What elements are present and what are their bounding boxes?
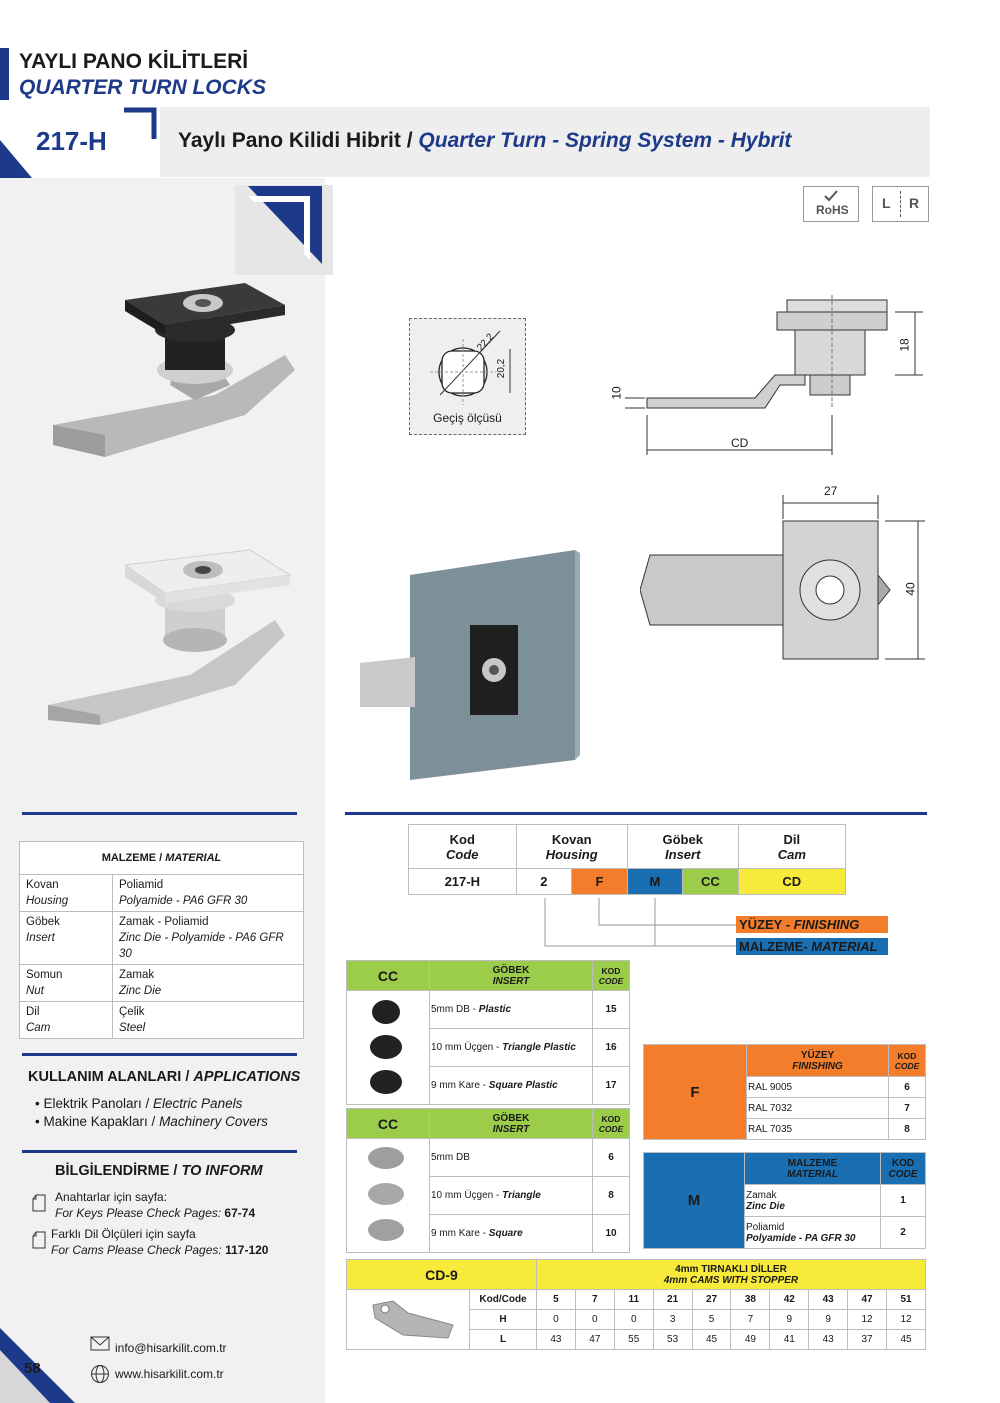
product-title: Yaylı Pano Kilidi Hibrit / Quarter Turn …: [178, 129, 792, 152]
applications-title: KULLANIM ALANLARI / APPLICATIONS: [28, 1069, 301, 1085]
product-photo-black: [53, 283, 295, 457]
dim-27: 27: [824, 484, 838, 498]
page-number: 58: [24, 1360, 41, 1377]
corner-triangle-icon: [0, 140, 32, 178]
email-icon: [90, 1336, 110, 1351]
dim-18: 18: [897, 338, 912, 352]
lr-badge: L R: [872, 186, 929, 222]
table-row: 5mm DB 6: [346, 1138, 630, 1253]
divider: [22, 1150, 297, 1153]
page-corner: [0, 1328, 75, 1403]
side-drawing: [625, 295, 923, 455]
finishing-tag: YÜZEY - FINISHING: [736, 916, 888, 933]
panel-photo: [360, 550, 580, 780]
dim-cd: CD: [731, 436, 749, 450]
material-header: MALZEME / MATERIAL: [19, 841, 304, 875]
insert-plastic-icon: [370, 1000, 402, 1094]
code-connector-lines: [544, 898, 737, 947]
header-accent: [0, 48, 9, 100]
web-link[interactable]: www.hisarkilit.com.tr: [115, 1367, 224, 1381]
front-drawing: [640, 495, 925, 660]
divider: [345, 812, 927, 815]
email-link[interactable]: info@hisarkilit.com.tr: [115, 1341, 227, 1355]
product-code: 217-H: [36, 126, 107, 156]
corner-bracket-icon: [124, 107, 157, 139]
dim-40: 40: [903, 582, 918, 596]
inform-keys: Anahtarlar için sayfa:For Keys Please Ch…: [55, 1190, 256, 1220]
section-title: YAYLI PANO KİLİTLERİ: [19, 50, 249, 73]
cam-icon: [372, 1300, 454, 1339]
divider: [22, 1053, 297, 1056]
section-subtitle: QUARTER TURN LOCKS: [19, 76, 266, 99]
page-icon: [32, 1231, 46, 1249]
inform-title: BİLGİLENDİRME / TO INFORM: [55, 1163, 263, 1179]
material-tag: MALZEME- MATERIAL: [736, 938, 888, 955]
product-code-box: [0, 107, 160, 177]
hole-drawing: 22,2 20,2 Geçiş ölçüsü: [409, 318, 526, 435]
hole-shape-icon: [430, 330, 511, 405]
list-item: • Elektrik Panoları / Electric Panels: [35, 1096, 243, 1111]
page-icon: [32, 1194, 46, 1212]
rohs-badge: RoHS: [803, 186, 859, 222]
dim-10: 10: [609, 386, 624, 400]
check-icon: [824, 190, 838, 202]
globe-icon: [91, 1365, 109, 1383]
list-item: • Makine Kapakları / Machinery Covers: [35, 1114, 268, 1129]
product-photo-white: [48, 549, 292, 725]
divider: [22, 812, 297, 815]
corner-bracket-icon: [248, 186, 322, 264]
insert-zinc-icon: [368, 1147, 404, 1241]
